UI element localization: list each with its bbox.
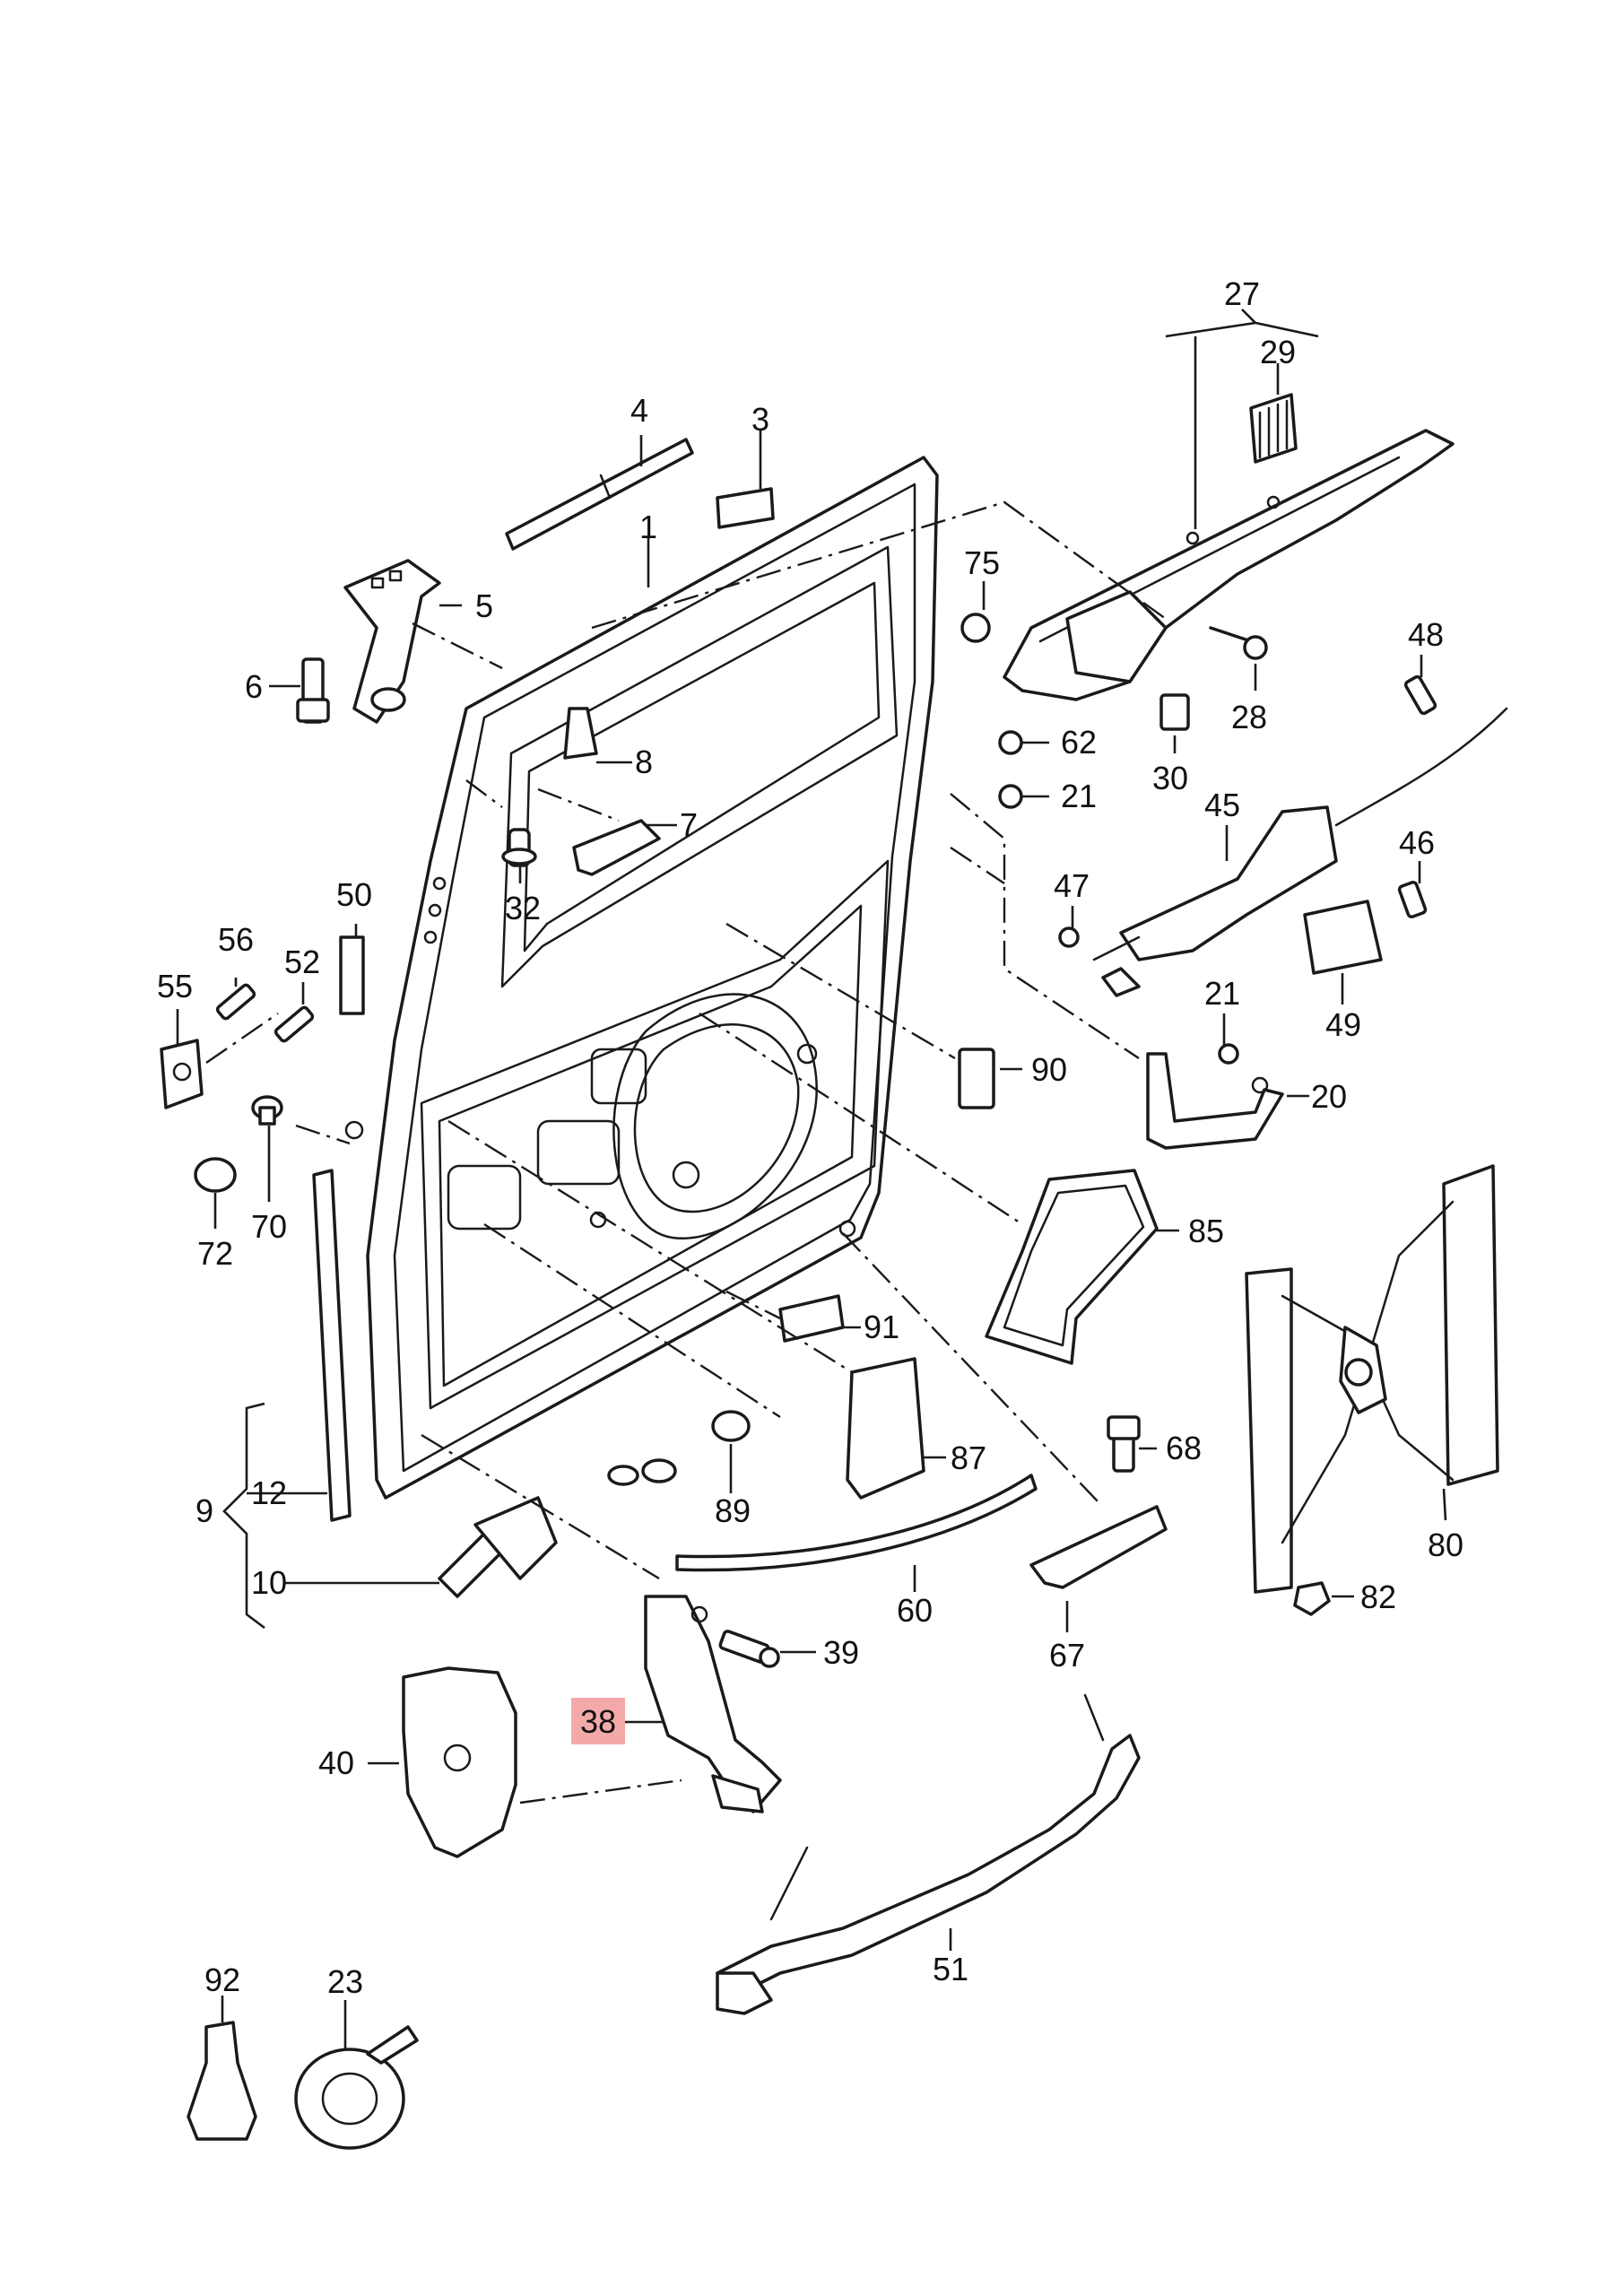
callout-55: 55	[157, 968, 193, 1004]
handle-cover-87	[846, 1357, 925, 1500]
callout-62: 62	[1061, 724, 1097, 761]
callout-92: 92	[204, 1961, 240, 1998]
callout-46: 46	[1399, 824, 1435, 861]
callout-21-upper: 21	[1061, 778, 1097, 814]
leader-lines	[176, 309, 1447, 2049]
cover-85	[985, 1169, 1159, 1365]
callout-67: 67	[1049, 1637, 1085, 1674]
bolt-72	[194, 1157, 237, 1193]
bolt-62	[998, 730, 1023, 755]
seal-89	[711, 1410, 751, 1442]
cover-40	[402, 1666, 517, 1858]
callout-75: 75	[964, 544, 1000, 581]
callout-28: 28	[1231, 699, 1267, 735]
callout-56: 56	[218, 921, 254, 958]
pad-90	[958, 1048, 995, 1109]
callout-48: 48	[1408, 616, 1444, 653]
callout-12: 12	[251, 1474, 287, 1511]
callout-45: 45	[1204, 787, 1240, 823]
callout-7: 7	[680, 806, 698, 843]
bracket-67	[1029, 1505, 1168, 1589]
callout-8: 8	[635, 744, 653, 780]
callout-9: 9	[195, 1492, 213, 1529]
callout-80: 80	[1428, 1526, 1463, 1563]
module-49	[1303, 900, 1383, 975]
callout-4: 4	[630, 392, 648, 429]
callout-40: 40	[318, 1744, 354, 1781]
bracket-20	[1146, 1052, 1284, 1150]
bolt-52	[274, 1005, 315, 1043]
callout-38: 38	[580, 1703, 616, 1740]
actuator-45	[1092, 707, 1508, 997]
weatherstrip-12	[312, 1169, 352, 1522]
callout-60: 60	[897, 1592, 933, 1629]
bolt-68	[1107, 1415, 1141, 1473]
bolt-21-lower	[1218, 1043, 1239, 1065]
bolt-56	[215, 983, 256, 1021]
pad-30	[1159, 693, 1190, 731]
cover-7	[572, 819, 661, 876]
callout-90: 90	[1031, 1051, 1067, 1088]
strip-60	[675, 1474, 1038, 1572]
seal-patch-3	[716, 487, 775, 529]
callout-5: 5	[475, 587, 493, 624]
nut-75	[960, 613, 991, 643]
cable-51	[716, 1693, 1141, 2015]
grease-bag-92	[187, 2021, 257, 2141]
bracket-5	[343, 559, 441, 724]
callout-68: 68	[1166, 1430, 1202, 1466]
callout-47: 47	[1054, 867, 1090, 904]
striker-50	[339, 935, 365, 1015]
callout-1: 1	[639, 509, 657, 545]
bolt-46	[1397, 881, 1428, 918]
window-regulator-80	[1245, 1164, 1499, 1594]
door-panel	[344, 456, 939, 1500]
callout-21-lower: 21	[1204, 975, 1240, 1012]
callout-70: 70	[251, 1208, 287, 1245]
callout-82: 82	[1360, 1578, 1396, 1615]
nut-82	[1293, 1581, 1331, 1616]
callout-3: 3	[751, 401, 769, 438]
callout-89: 89	[715, 1492, 751, 1529]
grommet-70	[251, 1095, 283, 1126]
callout-23: 23	[327, 1963, 363, 2000]
callout-20: 20	[1311, 1078, 1347, 1115]
tape-roll-23	[294, 2025, 419, 2150]
bolt-39	[718, 1630, 780, 1668]
callout-30: 30	[1152, 760, 1188, 796]
lock-carrier-27	[1003, 429, 1455, 701]
trim-strip-4	[505, 438, 694, 551]
callout-32: 32	[505, 890, 541, 926]
plate-55	[160, 1039, 204, 1109]
callout-10: 10	[251, 1564, 287, 1601]
callout-49: 49	[1325, 1006, 1361, 1043]
bolt-6	[296, 657, 330, 724]
callout-52: 52	[284, 944, 320, 980]
highlight-38	[571, 1698, 625, 1744]
bolt-21-upper	[998, 784, 1023, 809]
callout-6: 6	[245, 668, 263, 705]
callout-50: 50	[336, 876, 372, 913]
hinge-38	[644, 1595, 782, 1813]
grommet-32	[501, 828, 537, 867]
callout-87: 87	[951, 1439, 986, 1476]
callout-labels: 4 3 1 5 6 8 7 32 75 62 21 27 29 28 30 48…	[157, 275, 1463, 2000]
callout-27: 27	[1224, 275, 1260, 312]
callout-29: 29	[1260, 334, 1296, 370]
callout-85: 85	[1188, 1213, 1224, 1249]
callout-72: 72	[197, 1235, 233, 1272]
callout-39: 39	[823, 1634, 859, 1671]
callout-91: 91	[864, 1309, 899, 1345]
lock-rod-10	[438, 1458, 677, 1598]
connector-29	[1249, 393, 1298, 464]
clip-8	[563, 707, 598, 760]
bolt-48	[1403, 674, 1437, 716]
nut-47	[1058, 926, 1080, 948]
bolt-28	[1209, 626, 1268, 660]
callout-51: 51	[933, 1951, 968, 1987]
